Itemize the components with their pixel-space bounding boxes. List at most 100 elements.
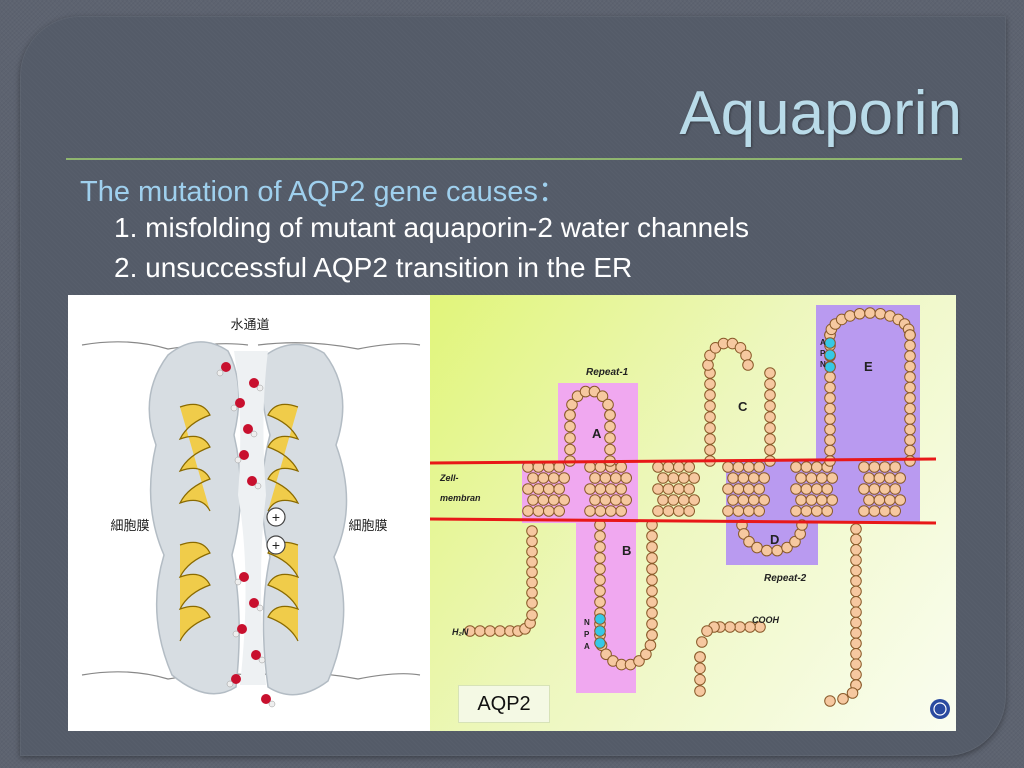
residue xyxy=(485,626,496,637)
residue xyxy=(728,473,739,484)
repeat-1-label: Repeat-1 xyxy=(586,367,629,378)
n-terminus-label: H₂N xyxy=(452,627,469,637)
residue xyxy=(595,586,606,597)
residue xyxy=(668,495,679,506)
residue xyxy=(538,473,549,484)
residue xyxy=(812,462,823,473)
residue xyxy=(854,308,865,319)
residue xyxy=(749,495,760,506)
residue xyxy=(851,659,862,670)
residue xyxy=(905,393,916,404)
residue xyxy=(851,576,862,587)
residue xyxy=(859,506,870,517)
residue xyxy=(702,626,713,637)
residue xyxy=(806,495,817,506)
residue xyxy=(595,531,606,542)
residue xyxy=(723,462,734,473)
residue xyxy=(595,484,606,495)
residue xyxy=(663,462,674,473)
residue xyxy=(595,553,606,564)
slide-title: Aquaporin xyxy=(679,78,962,149)
residue xyxy=(752,542,763,553)
residue xyxy=(679,473,690,484)
residue xyxy=(895,495,906,506)
residue xyxy=(859,462,870,473)
residue xyxy=(611,473,622,484)
residue xyxy=(825,372,836,383)
residue xyxy=(851,638,862,649)
residue xyxy=(874,473,885,484)
svg-text:+: + xyxy=(272,537,280,553)
residue xyxy=(754,506,765,517)
residue xyxy=(605,433,616,444)
residue xyxy=(905,403,916,414)
residue xyxy=(743,360,754,371)
residue xyxy=(765,423,776,434)
residue xyxy=(895,473,906,484)
residue xyxy=(645,640,656,651)
c-terminus-label: COOH xyxy=(752,615,780,625)
residue xyxy=(723,506,734,517)
residue xyxy=(825,382,836,393)
residue xyxy=(723,484,734,495)
residue xyxy=(674,506,685,517)
residue xyxy=(765,379,776,390)
residue xyxy=(733,506,744,517)
residue xyxy=(658,495,669,506)
loop-d-label: D xyxy=(770,532,779,547)
residue xyxy=(605,421,616,432)
residue xyxy=(605,410,616,421)
residue xyxy=(647,542,658,553)
water-channel-illustration: + + 水通道 細胞膜 細胞膜 xyxy=(68,295,430,731)
logo-icon xyxy=(930,699,950,719)
residue xyxy=(796,473,807,484)
membrane-label-line1: Zell- xyxy=(439,473,459,483)
residue xyxy=(705,379,716,390)
residue xyxy=(735,622,746,633)
residue xyxy=(825,424,836,435)
membrane-label-line2: membran xyxy=(440,493,481,503)
residue xyxy=(605,444,616,455)
residue xyxy=(738,495,749,506)
residue xyxy=(851,586,862,597)
residue xyxy=(817,495,828,506)
residue xyxy=(825,393,836,404)
residue xyxy=(759,495,770,506)
residue xyxy=(533,484,544,495)
npa-n-label: N xyxy=(584,618,590,627)
residue xyxy=(695,686,706,697)
residue xyxy=(647,608,658,619)
residue xyxy=(647,630,658,641)
residue xyxy=(741,350,752,361)
loop-b-label: B xyxy=(622,543,631,558)
residue xyxy=(725,622,736,633)
residue xyxy=(616,484,627,495)
residue xyxy=(538,495,549,506)
residue xyxy=(812,506,823,517)
residue xyxy=(595,626,606,637)
lead-text: The mutation of AQP2 gene causes： xyxy=(80,168,567,210)
residue xyxy=(595,542,606,553)
residue xyxy=(880,462,891,473)
residue xyxy=(590,473,601,484)
residue xyxy=(905,361,916,372)
residue xyxy=(674,462,685,473)
residue xyxy=(527,526,538,537)
residue xyxy=(869,506,880,517)
residue xyxy=(647,597,658,608)
residue xyxy=(880,506,891,517)
residue xyxy=(705,412,716,423)
residue xyxy=(527,536,538,547)
residue xyxy=(616,462,627,473)
residue xyxy=(595,462,606,473)
residue xyxy=(890,462,901,473)
residue xyxy=(869,462,880,473)
residue xyxy=(600,473,611,484)
aquaporin-figure: + + 水通道 細胞膜 細胞膜 Repeat-1 Repeat-2 xyxy=(68,295,956,731)
residue xyxy=(600,495,611,506)
residue xyxy=(585,506,596,517)
residue xyxy=(527,546,538,557)
residue xyxy=(733,462,744,473)
residue xyxy=(559,473,570,484)
residue xyxy=(684,484,695,495)
